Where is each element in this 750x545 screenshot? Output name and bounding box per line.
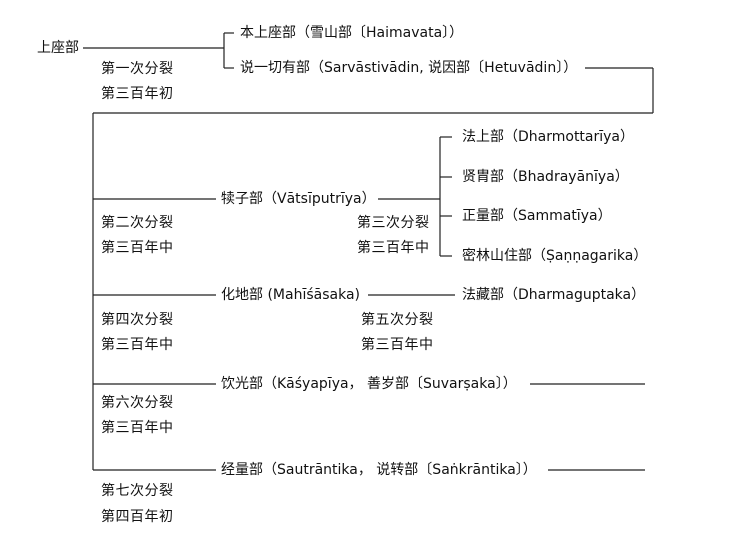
school-dharmaguptaka: 法藏部（Dharmaguptaka） [462, 287, 646, 303]
split6-time: 第三百年中 [101, 420, 174, 436]
split6-name: 第六次分裂 [101, 395, 174, 411]
split7-time: 第四百年初 [101, 509, 174, 525]
split2-time: 第三百年中 [101, 240, 174, 256]
split4-time: 第三百年中 [101, 337, 174, 353]
school-bhadrayaniya: 贤胄部（Bhadrayānīya） [462, 169, 629, 185]
split5-time: 第三百年中 [361, 337, 434, 353]
school-kasyapiya: 饮光部（Kāśyapīya， 善岁部〔Suvarṣaka〕） [221, 376, 517, 392]
split1-name: 第一次分裂 [101, 61, 174, 77]
school-sarvastivada: 说一切有部（Sarvāstivādin, 说因部〔Hetuvādin〕） [240, 60, 578, 76]
split3-name: 第三次分裂 [357, 215, 430, 231]
school-vatsiputriya: 犊子部（Vātsīputrīya） [221, 191, 376, 207]
root-label: 上座部 [37, 40, 79, 56]
split7-name: 第七次分裂 [101, 483, 174, 499]
school-sammatiya: 正量部（Sammatīya） [462, 208, 612, 224]
split5-name: 第五次分裂 [361, 312, 434, 328]
school-mahisasaka: 化地部 (Mahīśāsaka) [221, 287, 360, 303]
school-haimavata: 本上座部（雪山部〔Haimavata〕） [240, 25, 464, 41]
school-dharmottariya: 法上部（Dharmottarīya） [462, 129, 635, 145]
split1-time: 第三百年初 [101, 86, 174, 102]
split2-name: 第二次分裂 [101, 215, 174, 231]
school-sannagarika: 密林山住部（Ṣaṇṇagarika） [462, 248, 648, 264]
school-sautrantika: 经量部（Sautrāntika， 说转部〔Saṅkrāntika〕） [221, 462, 537, 478]
split4-name: 第四次分裂 [101, 312, 174, 328]
split3-time: 第三百年中 [357, 240, 430, 256]
